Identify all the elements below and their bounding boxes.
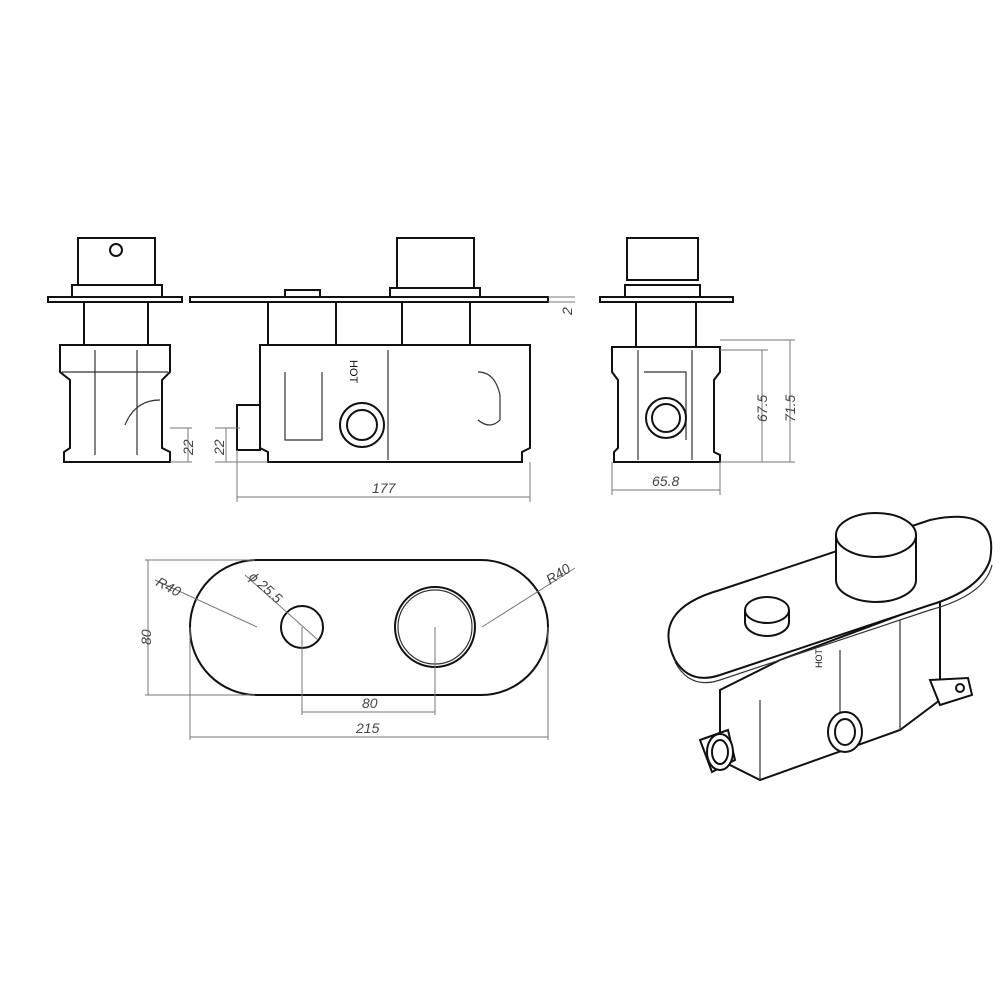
- dim-inlet-height-front: 22: [211, 439, 227, 456]
- dim-radius-left: R40: [154, 574, 184, 600]
- plate-view: R40 ϕ 25.5 R40 80 80 215: [138, 559, 576, 740]
- hot-label: HOT: [347, 360, 359, 384]
- isometric-view: HOT: [667, 512, 993, 782]
- dim-front-width: 177: [372, 480, 397, 496]
- iso-hot-label: HOT: [814, 649, 824, 669]
- dim-depth: 65.8: [652, 473, 679, 489]
- side-view-right: 67.5 71.5 65.8: [599, 237, 798, 495]
- side-view-left: 22: [47, 237, 196, 463]
- dim-total-width: 215: [355, 720, 380, 736]
- dim-total-height: 71.5: [782, 395, 798, 422]
- dim-plate-height: 80: [138, 629, 154, 645]
- front-view: HOT 2 22 177: [189, 237, 575, 502]
- dim-center-spacing: 80: [362, 695, 378, 711]
- dim-inlet-height-left: 22: [180, 439, 196, 456]
- dim-button-diameter: ϕ 25.5: [246, 568, 286, 606]
- dim-radius-right: R40: [543, 560, 573, 588]
- dim-plate-thickness: 2: [559, 307, 575, 316]
- dim-body-height: 67.5: [754, 395, 770, 422]
